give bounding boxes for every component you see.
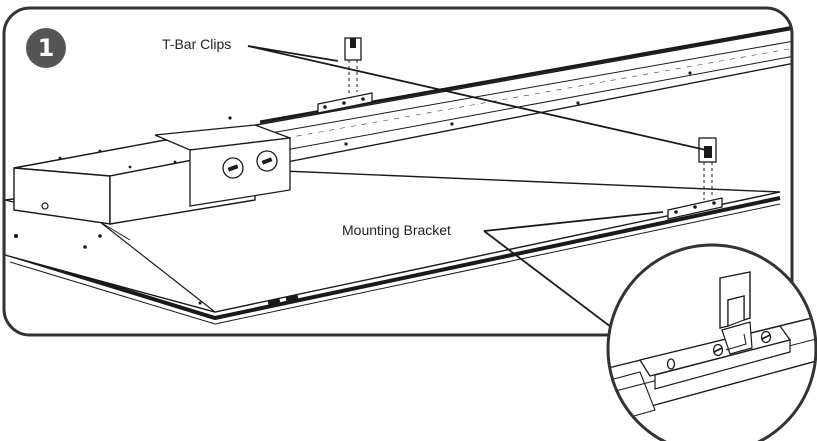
diagram-frame — [2, 6, 794, 337]
knockout-icon — [256, 150, 278, 172]
screw-icon — [760, 330, 772, 344]
step-number-badge: 1 — [26, 28, 66, 68]
mounting-bracket-label: Mounting Bracket — [340, 222, 453, 238]
driver-box — [13, 124, 291, 225]
t-bar-clips-label: T-Bar Clips — [162, 36, 232, 52]
fixture-illustration — [4, 24, 792, 325]
knockout-icon — [222, 157, 244, 179]
t-bar-clip-right — [667, 137, 723, 220]
screw-icon — [712, 343, 724, 357]
t-bar-clip-top — [317, 37, 373, 114]
zoom-detail-circle — [606, 243, 817, 441]
